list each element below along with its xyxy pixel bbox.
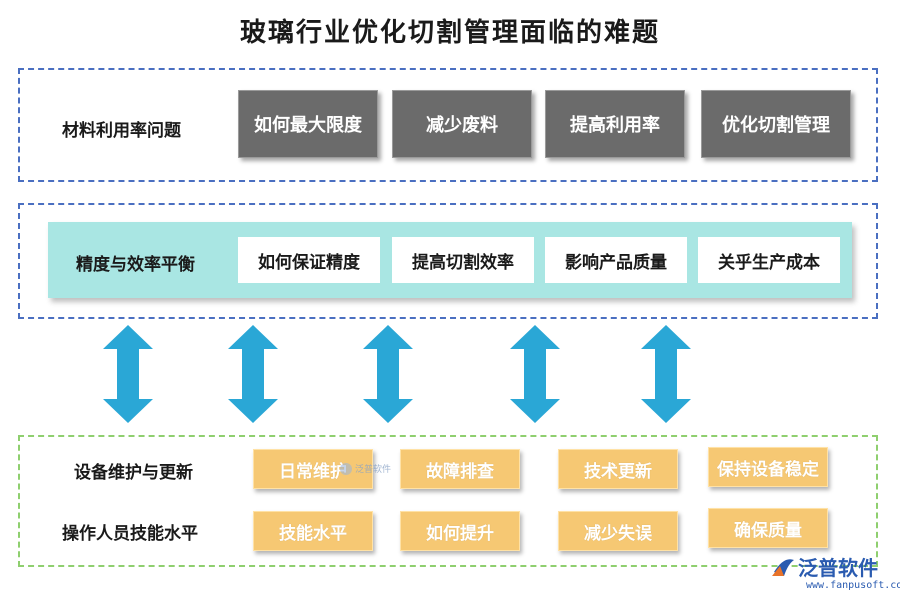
watermark: 泛普软件: [340, 462, 391, 475]
material-utilization-frame: [18, 68, 878, 182]
double-arrow-icon-3: [363, 325, 413, 423]
equipment-item-1: 日常维护: [253, 449, 373, 489]
fanpu-logo-icon: [772, 559, 794, 576]
equipment-item-4: 保持设备稳定: [708, 447, 828, 487]
double-arrow-icon-4: [510, 325, 560, 423]
operator-item-4: 确保质量: [708, 508, 828, 548]
operator-skill-label: 操作人员技能水平: [62, 524, 198, 544]
logo-brand-text: 泛普软件: [798, 556, 878, 580]
material-item-1: 如何最大限度: [238, 90, 378, 158]
equipment-operator-frame: [18, 435, 878, 567]
page-title: 玻璃行业优化切割管理面临的难题: [239, 18, 660, 48]
material-item-3: 提高利用率: [545, 90, 685, 158]
precision-item-3: 影响产品质量: [545, 237, 687, 283]
watermark-logo-icon: [340, 462, 352, 475]
precision-efficiency-label: 精度与效率平衡: [76, 255, 195, 275]
double-arrow-icon-1: [103, 325, 153, 423]
material-item-2: 减少废料: [392, 90, 532, 158]
equipment-item-3: 技术更新: [558, 449, 678, 489]
precision-item-4: 关乎生产成本: [698, 237, 840, 283]
equipment-item-2: 故障排查: [400, 449, 520, 489]
precision-efficiency-frame: [18, 203, 878, 319]
operator-item-1: 技能水平: [253, 511, 373, 551]
precision-item-2: 提高切割效率: [392, 237, 534, 283]
equipment-maintenance-label: 设备维护与更新: [74, 463, 193, 483]
double-arrow-icon-2: [228, 325, 278, 423]
precision-item-1: 如何保证精度: [238, 237, 380, 283]
watermark-text: 泛普软件: [355, 465, 392, 475]
brand-logo: 泛普软件 www.fanpusoft.com: [768, 552, 900, 598]
logo-url-text: www.fanpusoft.com: [806, 580, 900, 591]
operator-item-2: 如何提升: [400, 511, 520, 551]
double-arrow-icon-5: [641, 325, 691, 423]
material-item-4: 优化切割管理: [701, 90, 851, 158]
operator-item-3: 减少失误: [558, 511, 678, 551]
material-utilization-label: 材料利用率问题: [62, 121, 181, 141]
